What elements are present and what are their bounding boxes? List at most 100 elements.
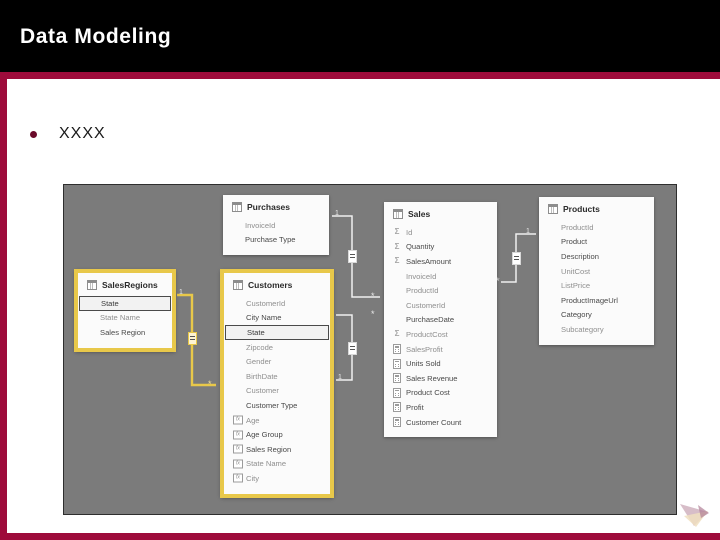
field-label: BirthDate xyxy=(246,371,278,381)
field-row[interactable]: Customer xyxy=(224,384,330,399)
field-row[interactable]: CustomerId xyxy=(384,298,497,313)
field-label: PurchaseDate xyxy=(406,315,455,325)
field-row[interactable]: BirthDate xyxy=(224,369,330,384)
measure-icon xyxy=(393,417,401,428)
field-row[interactable]: Subcategory xyxy=(539,322,654,337)
table-name: SalesRegions xyxy=(102,280,158,290)
table-icon xyxy=(233,280,243,290)
table-name: Sales xyxy=(408,209,431,219)
field-row[interactable]: Gender xyxy=(224,354,330,369)
field-row[interactable]: PurchaseDate xyxy=(384,313,497,328)
table-icon xyxy=(232,202,242,212)
table-icon xyxy=(87,280,97,290)
field-row[interactable]: State xyxy=(79,296,171,311)
field-label: Profit xyxy=(406,402,424,412)
field-row[interactable]: Σ Id xyxy=(384,225,497,240)
cardinality-many-customers: * xyxy=(208,379,212,389)
cardinality-block-salesregions-customers xyxy=(188,332,197,345)
field-row[interactable]: ProductImageUrl xyxy=(539,293,654,308)
field-label: ProductId xyxy=(406,286,439,296)
field-row[interactable]: Units Sold xyxy=(384,356,497,371)
field-row[interactable]: Category xyxy=(539,308,654,323)
bullet-text: XXXX xyxy=(59,125,106,142)
field-label: SalesAmount xyxy=(406,256,452,266)
field-row[interactable]: Zipcode xyxy=(224,340,330,355)
measure-icon xyxy=(393,344,401,355)
bullet-dot-icon xyxy=(30,130,37,138)
field-label: State xyxy=(101,298,119,308)
cardinality-many-sales-customer: * xyxy=(371,309,375,319)
field-row[interactable]: State xyxy=(225,325,329,340)
table-header-products: Products xyxy=(539,197,654,219)
field-label: Id xyxy=(406,227,413,237)
field-row[interactable]: Description xyxy=(539,249,654,264)
field-row[interactable]: Sales Revenue xyxy=(384,371,497,386)
field-label: InvoiceId xyxy=(245,220,276,230)
cardinality-block-customers-sales xyxy=(348,342,357,355)
field-label: CustomerId xyxy=(406,300,446,310)
measure-icon xyxy=(393,358,401,369)
field-row[interactable]: Customer Type xyxy=(224,398,330,413)
field-label: Quantity xyxy=(406,242,435,252)
calculated-column-icon: fx xyxy=(233,430,243,440)
field-row[interactable]: Purchase Type xyxy=(223,233,329,248)
field-label: Category xyxy=(561,310,592,320)
calculated-column-icon: fx xyxy=(233,459,243,469)
field-row[interactable]: SalesProfit xyxy=(384,342,497,357)
measure-icon xyxy=(393,402,401,413)
field-label: ListPrice xyxy=(561,281,591,291)
field-row[interactable]: ProductId xyxy=(384,283,497,298)
field-row[interactable]: Profit xyxy=(384,400,497,415)
field-label: CustomerId xyxy=(246,298,286,308)
cardinality-block-purchases-sales xyxy=(348,250,357,263)
field-row[interactable]: ProductId xyxy=(539,220,654,235)
field-row[interactable]: City Name xyxy=(224,311,330,326)
table-icon xyxy=(548,204,558,214)
table-icon xyxy=(393,209,403,219)
field-label: UnitCost xyxy=(561,266,591,276)
field-label: State Name xyxy=(100,313,141,323)
field-row[interactable]: Sales Region xyxy=(78,325,172,340)
slide-frame-bottom xyxy=(0,533,720,540)
field-row[interactable]: Product xyxy=(539,235,654,250)
sigma-icon: Σ xyxy=(394,227,400,237)
field-row[interactable]: UnitCost xyxy=(539,264,654,279)
field-label: Age xyxy=(246,415,260,425)
field-label: Sales Region xyxy=(246,444,292,454)
field-label: Customer Type xyxy=(246,400,298,410)
field-row[interactable]: State Name xyxy=(78,311,172,326)
field-row[interactable]: ListPrice xyxy=(539,278,654,293)
field-label: Product Cost xyxy=(406,388,450,398)
field-label: Customer xyxy=(246,386,279,396)
field-row[interactable]: InvoiceId xyxy=(384,269,497,284)
field-row[interactable]: Customer Count xyxy=(384,415,497,430)
field-row[interactable]: InvoiceId xyxy=(223,218,329,233)
corner-logo-watermark xyxy=(680,504,709,527)
field-row[interactable]: CustomerId xyxy=(224,296,330,311)
field-label: State Name xyxy=(246,459,287,469)
cardinality-many-sales-invoice: * xyxy=(371,291,375,301)
field-row[interactable]: Product Cost xyxy=(384,386,497,401)
measure-icon xyxy=(393,373,401,384)
calculated-column-icon: fx xyxy=(233,444,243,454)
calculated-column-icon: fx xyxy=(233,473,243,483)
